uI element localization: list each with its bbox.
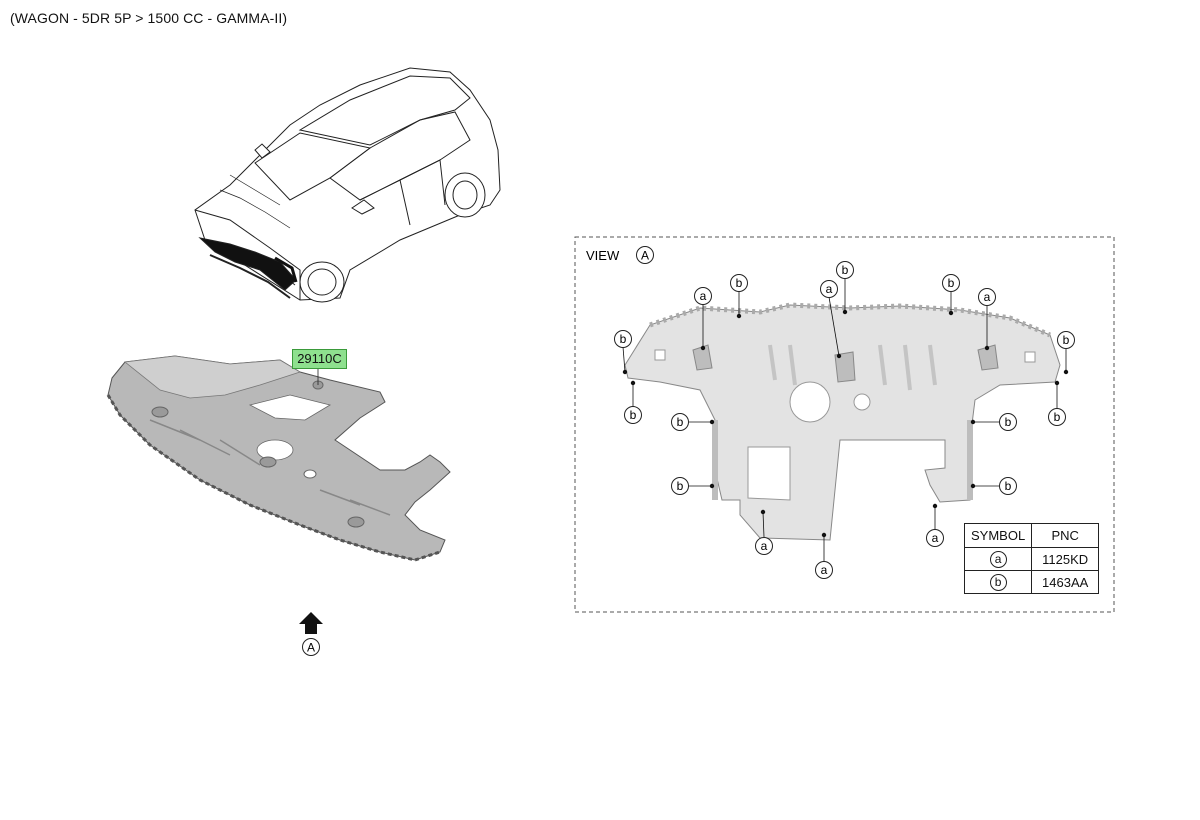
svg-text:b: b bbox=[620, 332, 627, 346]
callout-b: b bbox=[942, 274, 960, 292]
callout-b: b bbox=[1057, 331, 1075, 349]
callout-b: b bbox=[624, 406, 642, 424]
legend-header-pnc: PNC bbox=[1031, 523, 1100, 548]
svg-text:a: a bbox=[932, 531, 939, 545]
symbol-pnc-legend-table: SYMBOL PNC a 1125KD b 1463AA bbox=[963, 523, 1100, 594]
callout-a: a bbox=[978, 288, 996, 306]
callout-b: b bbox=[999, 413, 1017, 431]
legend-header-symbol: SYMBOL bbox=[963, 523, 1033, 548]
view-a-marker: A bbox=[299, 612, 323, 656]
svg-text:a: a bbox=[826, 282, 833, 296]
svg-text:a: a bbox=[761, 539, 768, 553]
svg-text:a: a bbox=[821, 563, 828, 577]
callout-b: b bbox=[836, 261, 854, 279]
callout-a: a bbox=[926, 529, 944, 547]
svg-text:b: b bbox=[736, 276, 743, 290]
legend-symbol: b bbox=[989, 573, 1007, 591]
view-marker-letter: A bbox=[307, 641, 315, 655]
callout-b: b bbox=[1048, 408, 1066, 426]
callout-leaders bbox=[622, 278, 1067, 562]
svg-text:b: b bbox=[1005, 479, 1012, 493]
engine-undercover-top-view[interactable] bbox=[624, 302, 1061, 541]
svg-text:b: b bbox=[948, 276, 955, 290]
legend-header-row: SYMBOL PNC bbox=[963, 523, 1100, 548]
view-a-frame bbox=[574, 236, 1115, 613]
svg-text:b: b bbox=[677, 479, 684, 493]
svg-text:b: b bbox=[630, 408, 637, 422]
svg-text:b: b bbox=[1005, 415, 1012, 429]
svg-text:a: a bbox=[984, 290, 991, 304]
callout-dots bbox=[622, 309, 1069, 538]
legend-row: a 1125KD bbox=[963, 547, 1100, 571]
svg-text:b: b bbox=[677, 415, 684, 429]
legend-symbol: a bbox=[989, 550, 1007, 568]
view-title-letter: A bbox=[641, 249, 649, 263]
up-arrow-icon bbox=[299, 612, 323, 634]
callout-bubbles: a b a b b a b b b b b b b b a a a bbox=[614, 261, 1075, 579]
vehicle-illustration bbox=[194, 67, 501, 303]
diagram-header-title: (WAGON - 5DR 5P > 1500 CC - GAMMA-II) bbox=[10, 10, 288, 26]
view-title: VIEW bbox=[586, 248, 620, 263]
callout-b: b bbox=[730, 274, 748, 292]
svg-text:b: b bbox=[1063, 333, 1070, 347]
legend-pnc[interactable]: 1463AA bbox=[1031, 570, 1100, 594]
callout-b: b bbox=[671, 477, 689, 495]
callout-a: a bbox=[815, 561, 833, 579]
callout-a: a bbox=[755, 537, 773, 555]
engine-undercover-part-3d[interactable] bbox=[106, 355, 451, 562]
part-number-tag[interactable]: 29110C bbox=[292, 349, 347, 369]
svg-text:a: a bbox=[700, 289, 707, 303]
svg-text:b: b bbox=[842, 263, 849, 277]
callout-b: b bbox=[614, 330, 632, 348]
legend-row: b 1463AA bbox=[963, 570, 1100, 594]
legend-pnc[interactable]: 1125KD bbox=[1031, 547, 1100, 571]
callout-b: b bbox=[999, 477, 1017, 495]
callout-b: b bbox=[671, 413, 689, 431]
callout-a: a bbox=[820, 280, 838, 298]
callout-a: a bbox=[694, 287, 712, 305]
svg-text:b: b bbox=[1054, 410, 1061, 424]
